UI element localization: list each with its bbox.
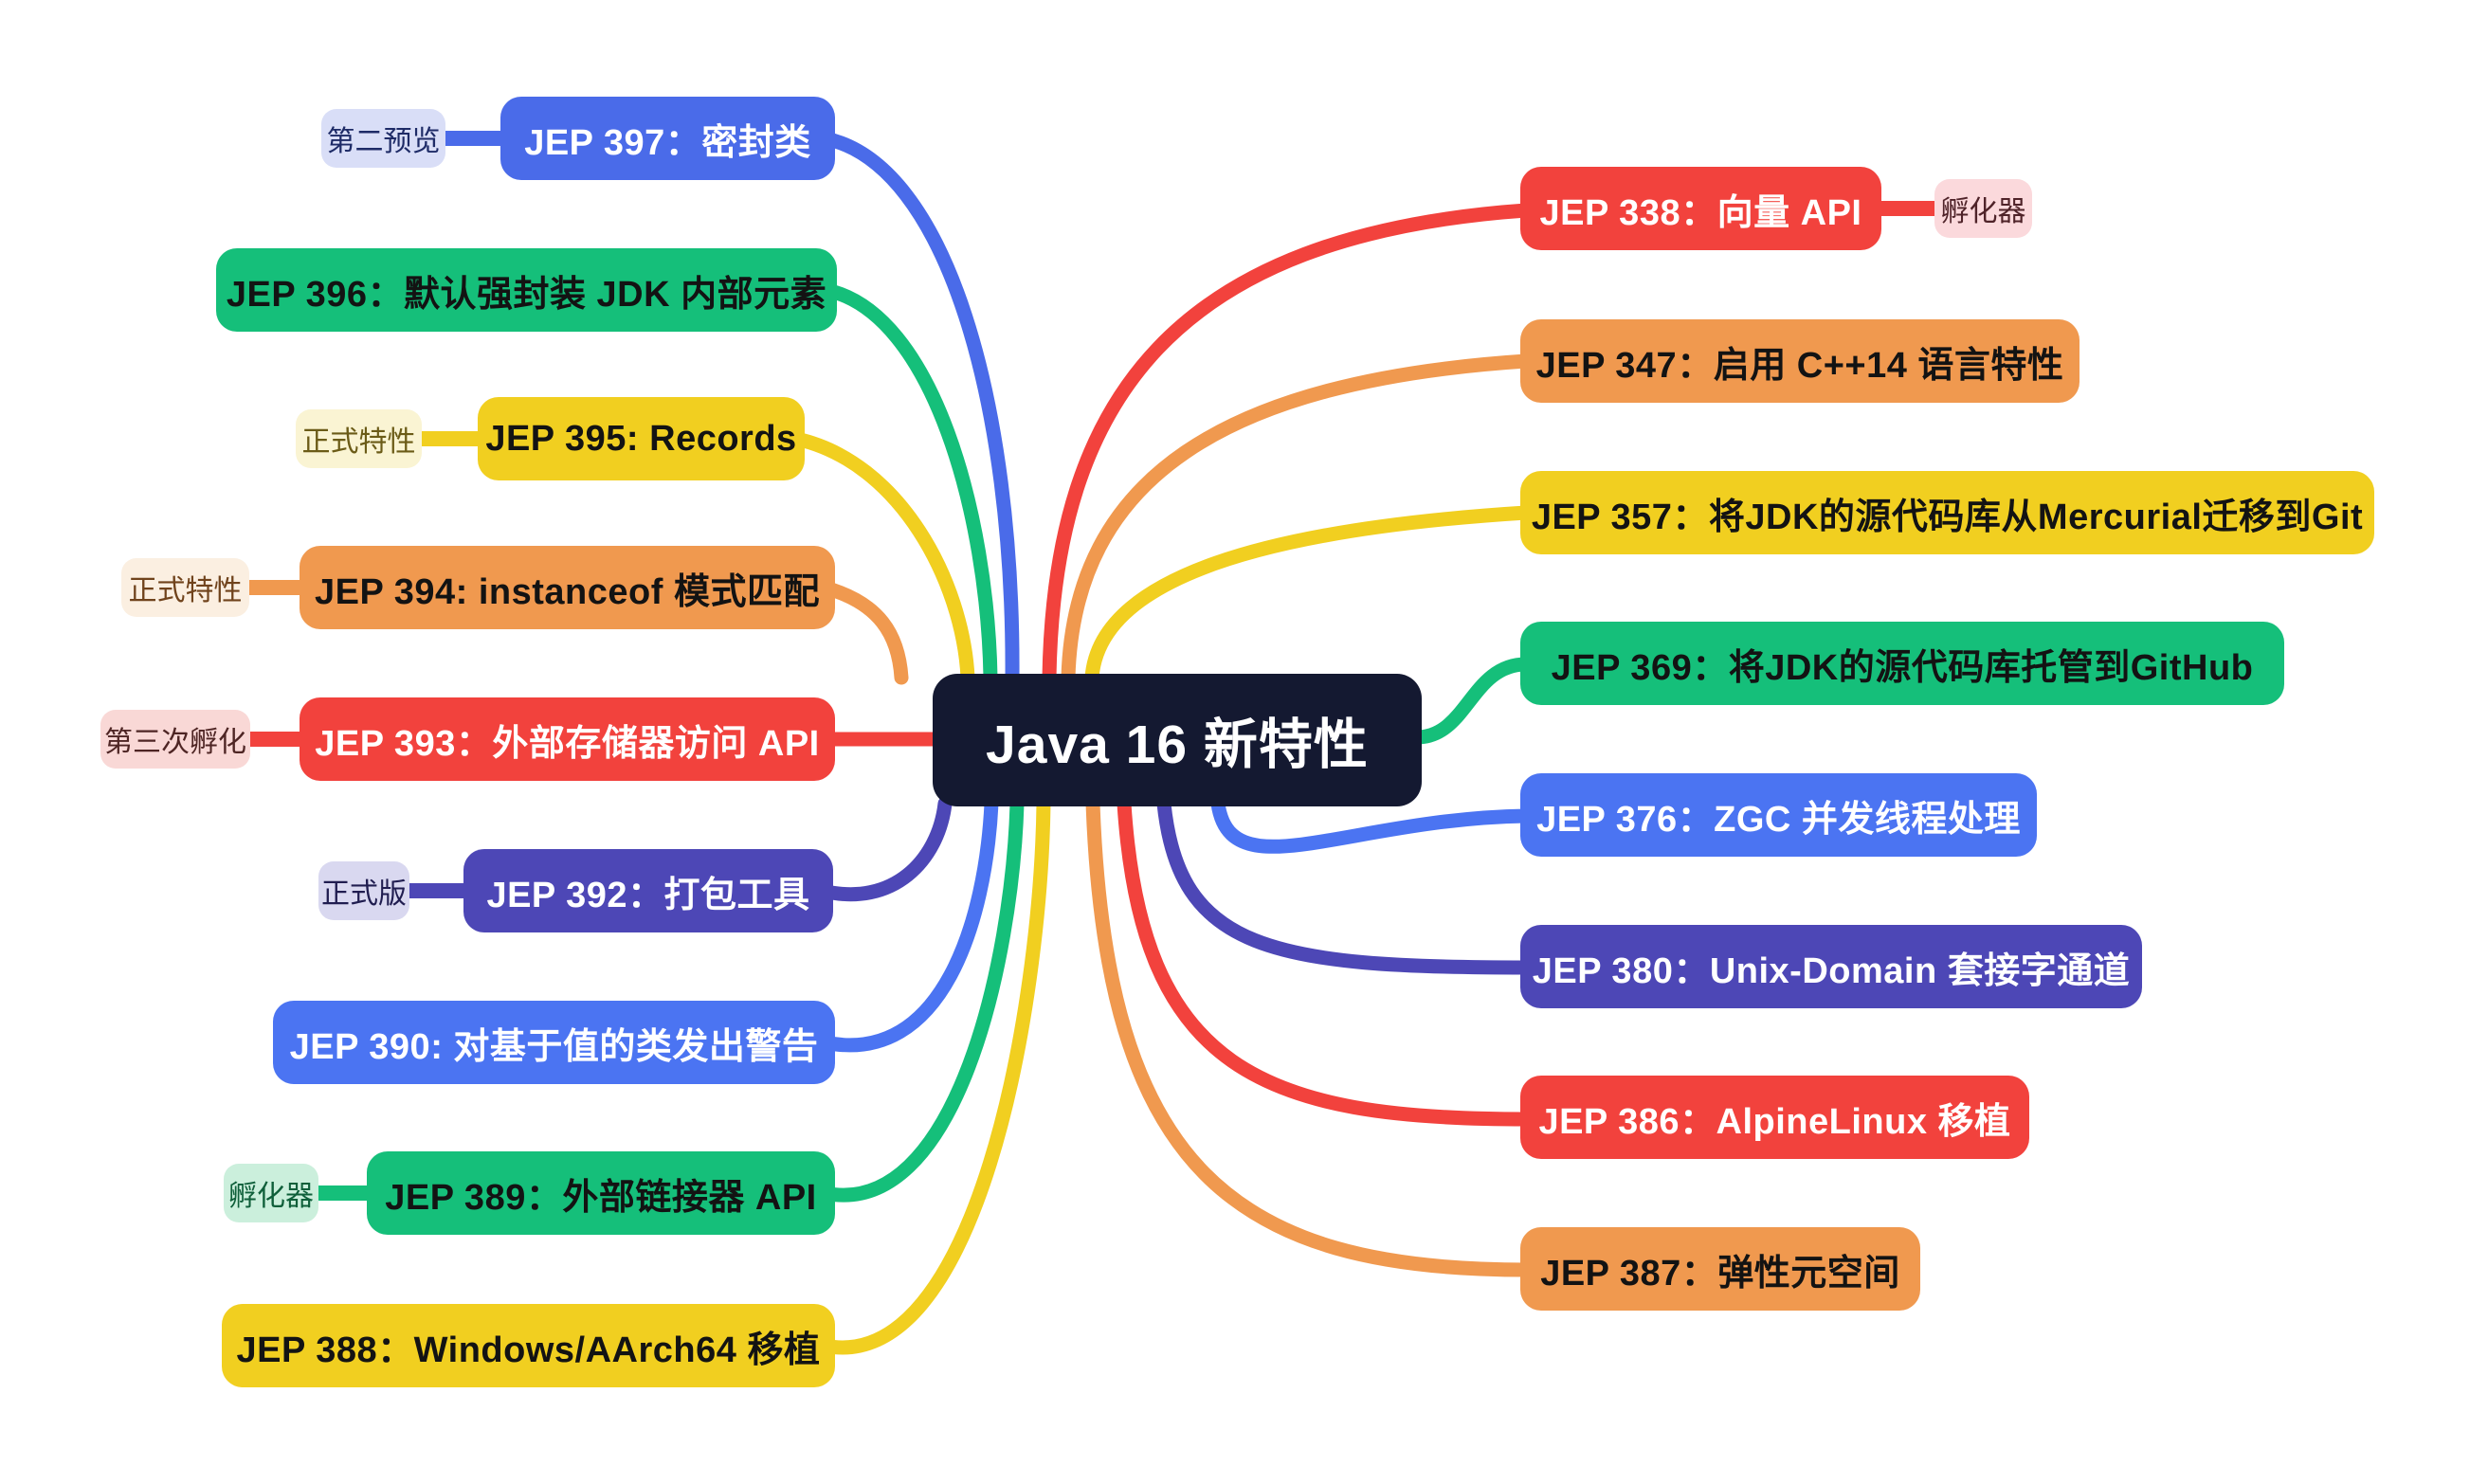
badge-jep-338[interactable]: 孵化器 xyxy=(1934,179,2032,238)
connector-jep-390 xyxy=(817,796,999,1053)
topic-jep-386[interactable]: JEP 386：AlpineLinux 移植 xyxy=(1520,1076,2029,1159)
badge-jep-392[interactable]: 正式版 xyxy=(318,861,409,920)
topic-jep-357[interactable]: JEP 357：将JDK的源代码库从Mercurial迁移到Git xyxy=(1520,471,2374,554)
topic-jep-387[interactable]: JEP 387：弹性元空间 xyxy=(1520,1227,1920,1311)
topic-jep-347-label: JEP 347：启用 C++14 语言特性 xyxy=(1535,345,2064,386)
topic-jep-392[interactable]: JEP 392：打包工具 xyxy=(463,849,833,932)
topic-jep-369-label: JEP 369：将JDK的源代码库托管到GitHub xyxy=(1551,647,2254,688)
badge-jep-395-label: 正式特性 xyxy=(301,426,416,458)
connector-jep-392 xyxy=(815,796,953,902)
topic-jep-338[interactable]: JEP 338：向量 API xyxy=(1520,167,1881,250)
topic-jep-395[interactable]: JEP 395: Records xyxy=(478,397,805,480)
topic-jep-393-label: JEP 393：外部存储器访问 API xyxy=(315,723,820,764)
badge-jep-389[interactable]: 孵化器 xyxy=(224,1164,318,1222)
topic-jep-347[interactable]: JEP 347：启用 C++14 语言特性 xyxy=(1520,319,2080,403)
badge-jep-397[interactable]: 第二预览 xyxy=(321,109,445,168)
connector-jep-347 xyxy=(1061,353,1534,685)
topic-jep-394-label: JEP 394: instanceof 模式匹配 xyxy=(315,571,820,612)
connector-jep-380 xyxy=(1156,796,1534,975)
topic-jep-388-label: JEP 388：Windows/AArch64 移植 xyxy=(236,1330,821,1370)
badge-jep-389-label: 孵化器 xyxy=(228,1181,314,1212)
badge-jep-394[interactable]: 正式特性 xyxy=(121,558,249,617)
badge-jep-395[interactable]: 正式特性 xyxy=(296,409,422,468)
topic-jep-380[interactable]: JEP 380：Unix-Domain 套接字通道 xyxy=(1520,925,2142,1008)
connector-jep-357 xyxy=(1084,505,1534,685)
badge-jep-338-label: 孵化器 xyxy=(1940,196,2026,227)
connector-jep-338 xyxy=(1042,203,1534,685)
connector-jep-386 xyxy=(1117,796,1534,1127)
connector-jep-387 xyxy=(1085,796,1534,1277)
topic-jep-395-label: JEP 395: Records xyxy=(485,418,797,459)
topic-jep-396[interactable]: JEP 396：默认强封装 JDK 内部元素 xyxy=(216,248,837,332)
topic-jep-338-label: JEP 338：向量 API xyxy=(1539,192,1862,233)
topic-jep-393[interactable]: JEP 393：外部存储器访问 API xyxy=(300,697,835,781)
topic-jep-376[interactable]: JEP 376：ZGC 并发线程处理 xyxy=(1520,773,2037,857)
topic-jep-389-label: JEP 389：外部链接器 API xyxy=(385,1177,817,1218)
topic-jep-389[interactable]: JEP 389：外部链接器 API xyxy=(367,1151,835,1235)
topic-jep-369[interactable]: JEP 369：将JDK的源代码库托管到GitHub xyxy=(1520,622,2284,705)
connector-jep-397 xyxy=(817,131,1020,685)
connector-jep-395 xyxy=(789,431,975,685)
topic-jep-387-label: JEP 387：弹性元空间 xyxy=(1540,1253,1900,1294)
connector-jep-396 xyxy=(819,282,998,685)
topic-jep-386-label: JEP 386：AlpineLinux 移植 xyxy=(1538,1101,2011,1142)
topic-jep-380-label: JEP 380：Unix-Domain 套接字通道 xyxy=(1532,950,2131,991)
badge-jep-394-label: 正式特性 xyxy=(128,575,243,606)
badge-jep-392-label: 正式版 xyxy=(321,878,407,910)
topic-jep-390-label: JEP 390: 对基于值的类发出警告 xyxy=(289,1026,819,1067)
topic-jep-397-label: JEP 397：密封类 xyxy=(524,122,811,163)
badge-jep-397-label: 第二预览 xyxy=(326,126,441,157)
topic-jep-396-label: JEP 396：默认强封装 JDK 内部元素 xyxy=(226,274,827,315)
topic-jep-390[interactable]: JEP 390: 对基于值的类发出警告 xyxy=(273,1001,835,1084)
central-topic[interactable]: Java 16 新特性 xyxy=(933,674,1422,806)
connector-jep-369 xyxy=(1409,657,1534,745)
topic-jep-388[interactable]: JEP 388：Windows/AArch64 移植 xyxy=(222,1304,835,1387)
topic-jep-392-label: JEP 392：打包工具 xyxy=(486,875,810,915)
central-topic-label: Java 16 新特性 xyxy=(986,715,1369,775)
topic-jep-376-label: JEP 376：ZGC 并发线程处理 xyxy=(1536,799,2021,840)
badge-jep-393[interactable]: 第三次孵化 xyxy=(100,710,250,769)
connector-jep-389 xyxy=(817,796,1025,1203)
topic-jep-394[interactable]: JEP 394: instanceof 模式匹配 xyxy=(300,546,835,629)
badge-jep-393-label: 第三次孵化 xyxy=(104,727,246,758)
topic-jep-357-label: JEP 357：将JDK的源代码库从Mercurial迁移到Git xyxy=(1531,497,2364,537)
connector-jep-388 xyxy=(817,796,1051,1355)
topic-jep-397[interactable]: JEP 397：密封类 xyxy=(500,97,835,180)
connector-jep-394 xyxy=(817,580,909,685)
connector-jep-376 xyxy=(1210,796,1534,854)
